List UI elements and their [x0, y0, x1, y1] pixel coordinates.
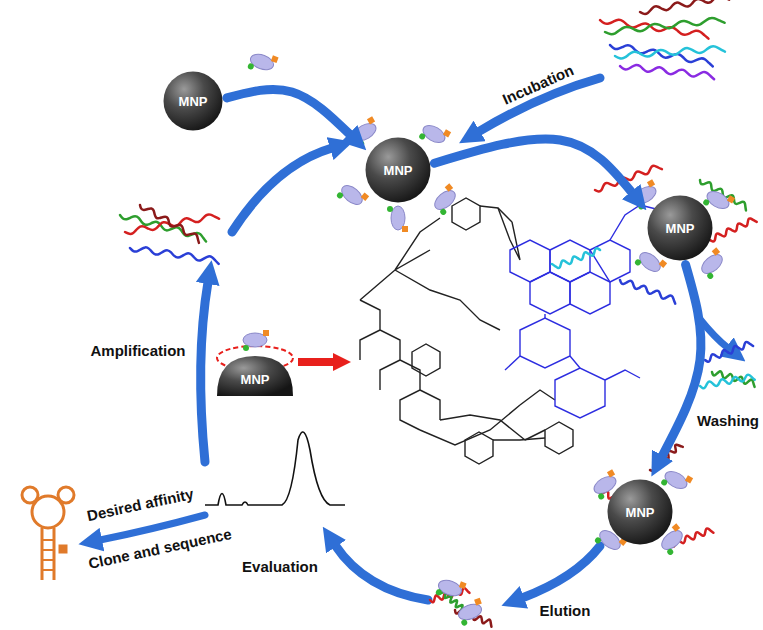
elution-arrow [522, 546, 600, 598]
particle-label: MNP [607, 479, 673, 545]
cycle-arrow [662, 265, 701, 458]
return-arrow [232, 148, 332, 232]
saponin-structure [505, 185, 660, 418]
dna-strand [120, 215, 206, 242]
ligand [418, 119, 451, 150]
step-label: Washing [697, 412, 759, 429]
ligand [429, 183, 462, 216]
nanoparticle: MNP [607, 479, 673, 545]
step-label: Clone and sequence [87, 525, 233, 572]
nanoparticle: MNP [365, 137, 431, 203]
cycle-arrow [434, 139, 632, 193]
ligand [455, 598, 487, 627]
dna-strand [552, 248, 600, 268]
dna-strand [140, 205, 199, 243]
nanoparticle: MNP [217, 356, 293, 396]
step-label: Desired affinity [85, 484, 195, 523]
dna-strand [620, 65, 714, 79]
dna-strand [705, 342, 753, 362]
particle-label: MNP [163, 71, 223, 131]
ligand [387, 206, 408, 232]
nanoparticle: MNP [647, 195, 713, 261]
ligand [243, 330, 269, 351]
aptamer [22, 487, 74, 580]
amplification-arrow [201, 282, 208, 462]
dna-strand [710, 218, 757, 241]
step-label: Elution [540, 602, 591, 619]
dna-strand [640, 0, 729, 14]
particle-label: MNP [217, 356, 293, 396]
step-label: Evaluation [242, 558, 318, 575]
dna-strand [620, 280, 675, 304]
dna-strand [130, 247, 219, 263]
dna-strand [605, 18, 725, 34]
cycle-arrow [227, 89, 351, 135]
particle-label: MNP [647, 195, 713, 261]
chemical-structure [360, 198, 573, 464]
ligand [435, 574, 467, 603]
chromatogram [205, 432, 345, 505]
ligand [247, 48, 279, 77]
dna-strand [615, 46, 725, 58]
step-label: Amplification [90, 342, 185, 359]
nanoparticle: MNP [163, 71, 223, 131]
ligand [336, 180, 369, 213]
particle-label: MNP [365, 137, 431, 203]
dna-strand [700, 375, 755, 389]
zoom-arrow [298, 358, 335, 366]
evaluation-arrow [335, 545, 428, 600]
dna-strand [125, 214, 219, 233]
ligand [350, 116, 383, 147]
